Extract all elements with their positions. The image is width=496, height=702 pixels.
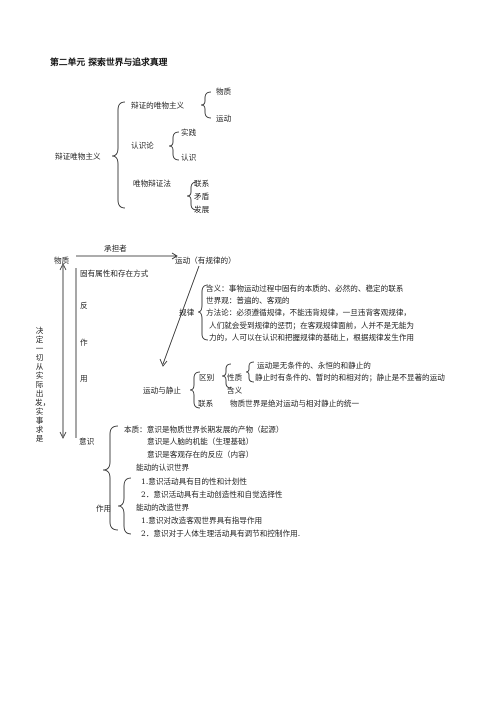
consciousness-brace — [102, 425, 119, 531]
dialectics-brace — [186, 181, 198, 211]
law-method-1: 方法论：必须遵循规律，不能违背规律，一旦违背客观规律， — [206, 308, 412, 317]
transform-2: 2．意识对于人体生理活动具有调节和控制作用. — [141, 529, 301, 538]
epistemology-brace — [168, 131, 180, 161]
bears-label: 承担者 — [104, 244, 127, 253]
nature-line-2: 静止时有条件的、暂时的和相对的；静止是不显著的运动 — [255, 373, 445, 382]
react-char-2: 作 — [80, 338, 88, 347]
consciousness-label: 意识 — [79, 437, 95, 446]
link-text: 物质世界是绝对运动与相对静止的统一 — [230, 399, 360, 408]
page-title: 第二单元 探索世界与追求真理 — [50, 58, 168, 68]
essence-3: 意识是客观存在的反应（内容） — [147, 450, 254, 459]
motion-rest-brace — [189, 371, 201, 409]
law-label: 规律 — [179, 308, 195, 317]
nature-brace — [221, 363, 232, 389]
law-meaning: 含义：事物运动过程中固有的本质的、必然的、稳定的联系 — [206, 284, 404, 293]
role-label: 作用 — [96, 504, 112, 513]
nature-label: 性质 — [227, 373, 243, 382]
law-view: 世界观：普遍的、客观的 — [206, 296, 290, 305]
matter-label: 物质 — [54, 256, 70, 265]
nature-line-1: 运动是无条件的、永恒的和静止的 — [257, 361, 371, 370]
epistemology-label: 认识论 — [131, 141, 154, 150]
meaning-label: 含义 — [227, 386, 243, 395]
root-label: 辩证唯物主义 — [55, 152, 101, 161]
epistemology-item-cognition: 认识 — [181, 153, 197, 162]
link-label: 联系 — [198, 399, 214, 408]
nature-inner-brace — [245, 361, 255, 383]
motion-rest-label: 运动与静止 — [143, 386, 181, 395]
decides-vertical-text: 决 定 一切从实际出发，实事求是 — [35, 326, 51, 443]
difference-label: 区别 — [199, 373, 215, 382]
dialectics-item-link: 联系 — [194, 179, 210, 188]
law-method-2: 人们就会受到规律的惩罚；在客观规律面前，人并不是无能为 — [209, 321, 415, 330]
react-char-3: 用 — [80, 374, 88, 383]
materialism-brace — [200, 91, 212, 119]
cognition-1: 1.意识活动具有目的性和计划性 — [141, 477, 247, 486]
materialism-item-motion: 运动 — [216, 114, 232, 123]
dialectics-item-contradiction: 矛盾 — [194, 192, 210, 201]
root-brace — [111, 101, 126, 209]
dialectics-item-development: 发展 — [194, 205, 210, 214]
essence-2: 意识是人脑的机能（生理基础） — [147, 437, 254, 446]
cognition-heading: 能动的认识世界 — [136, 463, 190, 472]
motion-label: 运动（有规律的） — [175, 256, 236, 265]
cognition-2: 2．意识活动具有主动创造性和自觉选择性 — [141, 490, 283, 499]
dialectics-label: 唯物辩证法 — [133, 179, 171, 188]
materialism-item-matter: 物质 — [216, 87, 232, 96]
transform-1: 1.意识对改造客观世界具有指导作用 — [141, 516, 263, 525]
role-brace — [117, 477, 132, 535]
essence-1: 本质：意识是物质世界长期发展的产物（起源） — [124, 425, 284, 434]
law-method-3: 力的，人可以在认识和把握规律的基础上，根据规律发生作用 — [209, 333, 415, 342]
epistemology-item-practice: 实践 — [181, 128, 197, 137]
law-brace — [197, 284, 209, 341]
react-char-1: 反 — [80, 301, 88, 310]
materialism-label: 辩证的唯物主义 — [131, 101, 185, 110]
inherent-label: 固有属性和存在方式 — [80, 269, 149, 278]
transform-heading: 能动的改造世界 — [136, 503, 190, 512]
